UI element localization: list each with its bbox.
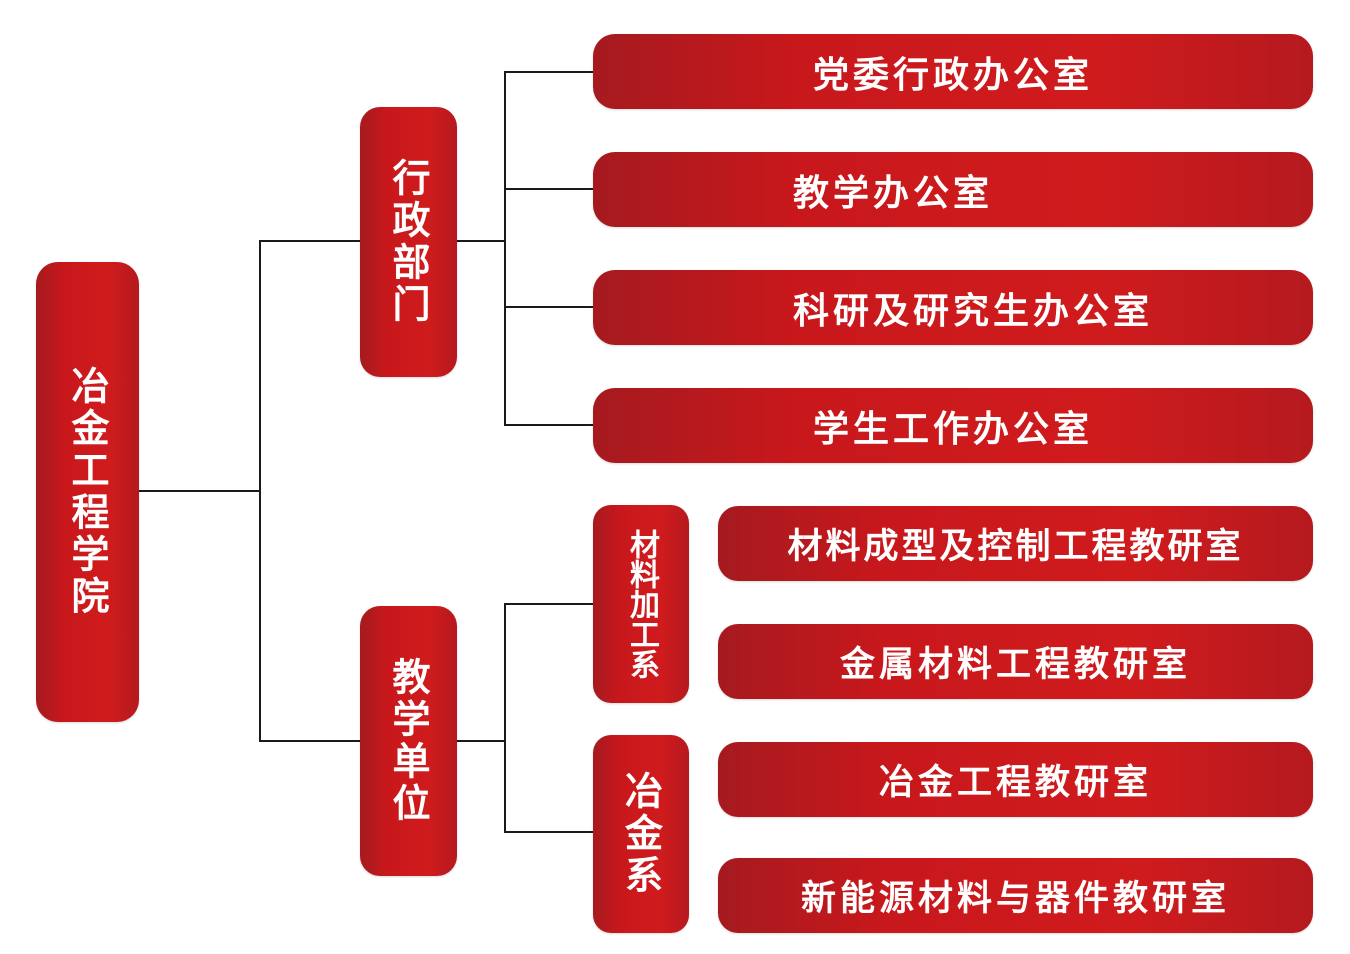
- admin-office-label: 教学办公室: [793, 171, 994, 214]
- branch-admin-label: 行政部门: [386, 158, 431, 326]
- root-node-label: 冶金工程学院: [65, 366, 110, 618]
- admin-office-label: 党委行政办公室: [812, 53, 1093, 96]
- admin-office-label: 科研及研究生办公室: [793, 289, 1154, 332]
- department-materials-processing: 材料加工系: [593, 505, 689, 703]
- branch-teaching-label: 教学单位: [386, 657, 431, 825]
- department-metallurgy-label: 冶金系: [618, 771, 664, 897]
- root-node: 冶金工程学院: [36, 262, 139, 722]
- teaching-office-label: 冶金工程教研室: [878, 762, 1152, 803]
- admin-office: 教学办公室: [593, 152, 1313, 227]
- admin-office-label: 学生工作办公室: [812, 407, 1093, 450]
- admin-office: 党委行政办公室: [593, 34, 1313, 109]
- branch-teaching: 教学单位: [360, 606, 457, 876]
- teaching-office-label: 材料成型及控制工程教研室: [787, 526, 1244, 567]
- department-materials-processing-label: 材料加工系: [624, 529, 659, 679]
- department-metallurgy: 冶金系: [593, 735, 689, 933]
- teaching-office: 材料成型及控制工程教研室: [718, 506, 1313, 581]
- teaching-office: 金属材料工程教研室: [718, 624, 1313, 699]
- admin-office: 学生工作办公室: [593, 388, 1313, 463]
- teaching-office-label: 新能源材料与器件教研室: [800, 878, 1230, 919]
- teaching-office: 冶金工程教研室: [718, 742, 1313, 817]
- teaching-office: 新能源材料与器件教研室: [718, 858, 1313, 933]
- admin-office: 科研及研究生办公室: [593, 270, 1313, 345]
- branch-admin: 行政部门: [360, 107, 457, 377]
- teaching-office-label: 金属材料工程教研室: [839, 644, 1191, 685]
